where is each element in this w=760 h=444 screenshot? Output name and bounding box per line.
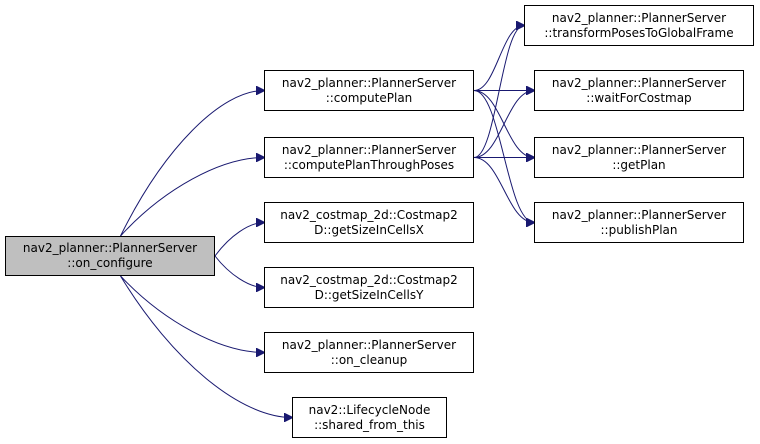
node-get-size-in-cells-x-line2: D::getSizeInCellsX	[314, 222, 424, 237]
node-get-plan[interactable]: nav2_planner::PlannerServer ::getPlan	[534, 137, 744, 178]
node-shared-from-this-line2: ::shared_from_this	[314, 417, 425, 432]
node-on-cleanup-line2: ::on_cleanup	[330, 352, 408, 367]
edge-on-configure-to-on-cleanup	[120, 275, 265, 353]
node-compute-plan-line1: nav2_planner::PlannerServer	[281, 75, 457, 90]
node-get-size-in-cells-y-line1: nav2_costmap_2d::Costmap2	[280, 272, 458, 287]
edge-on-configure-to-shared-from-this	[120, 275, 293, 418]
edge-on-configure-to-compute-plan-through-poses	[120, 158, 265, 237]
node-publish-plan[interactable]: nav2_planner::PlannerServer ::publishPla…	[534, 202, 744, 243]
node-compute-plan-through-poses-line1: nav2_planner::PlannerServer	[281, 142, 457, 157]
node-get-plan-line1: nav2_planner::PlannerServer	[551, 142, 727, 157]
node-compute-plan-through-poses[interactable]: nav2_planner::PlannerServer ::computePla…	[264, 137, 474, 178]
node-shared-from-this[interactable]: nav2::LifecycleNode ::shared_from_this	[292, 397, 447, 438]
edge-on-configure-to-compute-plan	[120, 91, 265, 237]
node-transform-poses-to-global-frame-line2: ::transformPosesToGlobalFrame	[544, 25, 734, 40]
node-get-size-in-cells-x[interactable]: nav2_costmap_2d::Costmap2 D::getSizeInCe…	[264, 202, 474, 243]
edge-compute-plan-through-poses-to-transform-poses-to-global-frame	[473, 26, 524, 158]
node-transform-poses-to-global-frame[interactable]: nav2_planner::PlannerServer ::transformP…	[524, 5, 754, 46]
edge-on-configure-to-get-size-in-cells-x	[214, 223, 264, 257]
node-on-cleanup-line1: nav2_planner::PlannerServer	[281, 337, 457, 352]
node-compute-plan[interactable]: nav2_planner::PlannerServer ::computePla…	[264, 70, 474, 111]
edge-compute-plan-to-publish-plan	[473, 90, 534, 223]
node-on-configure-line1: nav2_planner::PlannerServer	[22, 241, 198, 255]
node-shared-from-this-line1: nav2::LifecycleNode	[308, 402, 431, 417]
node-wait-for-costmap-line1: nav2_planner::PlannerServer	[551, 75, 727, 90]
node-transform-poses-to-global-frame-line1: nav2_planner::PlannerServer	[551, 10, 727, 25]
node-on-configure-line2: ::on_configure	[67, 256, 153, 270]
node-compute-plan-line2: ::computePlan	[325, 90, 413, 105]
node-publish-plan-line1: nav2_planner::PlannerServer	[551, 207, 727, 222]
node-wait-for-costmap-line2: ::waitForCostmap	[586, 90, 692, 105]
node-on-configure: nav2_planner::PlannerServer ::on_configu…	[5, 236, 215, 276]
node-compute-plan-through-poses-line2: ::computePlanThroughPoses	[283, 157, 455, 172]
node-get-size-in-cells-y[interactable]: nav2_costmap_2d::Costmap2 D::getSizeInCe…	[264, 267, 474, 308]
edge-compute-plan-to-transform-poses-to-global-frame	[473, 26, 524, 91]
node-get-plan-line2: ::getPlan	[612, 157, 666, 172]
node-wait-for-costmap[interactable]: nav2_planner::PlannerServer ::waitForCos…	[534, 70, 744, 111]
node-get-size-in-cells-x-line1: nav2_costmap_2d::Costmap2	[280, 207, 458, 222]
node-publish-plan-line2: ::publishPlan	[600, 222, 678, 237]
edge-compute-plan-through-poses-to-publish-plan	[473, 157, 534, 223]
node-on-cleanup[interactable]: nav2_planner::PlannerServer ::on_cleanup	[264, 332, 474, 373]
node-get-size-in-cells-y-line2: D::getSizeInCellsY	[314, 287, 424, 302]
edge-compute-plan-through-poses-to-wait-for-costmap	[473, 91, 534, 158]
edge-on-configure-to-get-size-in-cells-y	[214, 255, 264, 288]
